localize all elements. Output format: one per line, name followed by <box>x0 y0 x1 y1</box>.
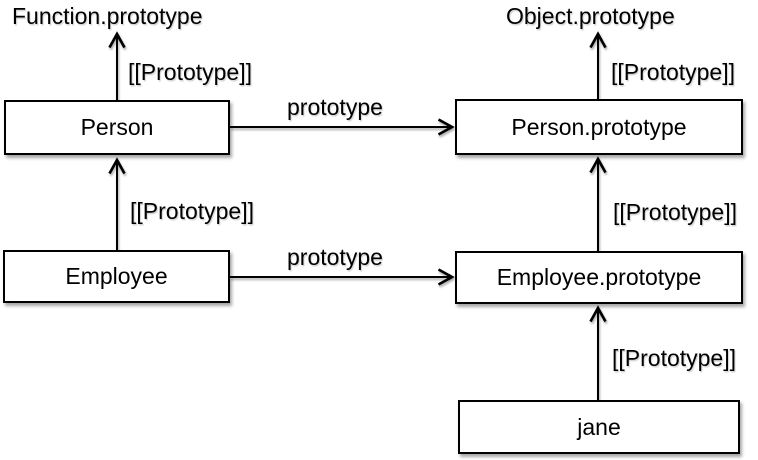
edge-label-jane-internal-proto: [[Prototype]] <box>612 345 737 371</box>
edge-label-person-prototype-internal-proto: [[Prototype]] <box>611 59 736 85</box>
node-person-prototype: Person.prototype <box>455 99 743 155</box>
label-object-prototype: Object.prototype <box>506 3 675 29</box>
edge-label-person-internal-proto: [[Prototype]] <box>128 59 253 85</box>
node-employee: Employee <box>3 250 230 303</box>
edge-label-employee-prototype-property: prototype <box>287 244 383 270</box>
node-employee-prototype: Employee.prototype <box>455 251 743 304</box>
label-function-prototype: Function.prototype <box>12 3 203 29</box>
node-jane: jane <box>458 400 740 454</box>
edge-label-employee-internal-proto: [[Prototype]] <box>130 198 255 224</box>
edge-label-employee-prototype-internal-proto: [[Prototype]] <box>613 199 738 225</box>
node-person: Person <box>4 100 230 155</box>
edge-label-person-prototype-property: prototype <box>287 94 383 120</box>
